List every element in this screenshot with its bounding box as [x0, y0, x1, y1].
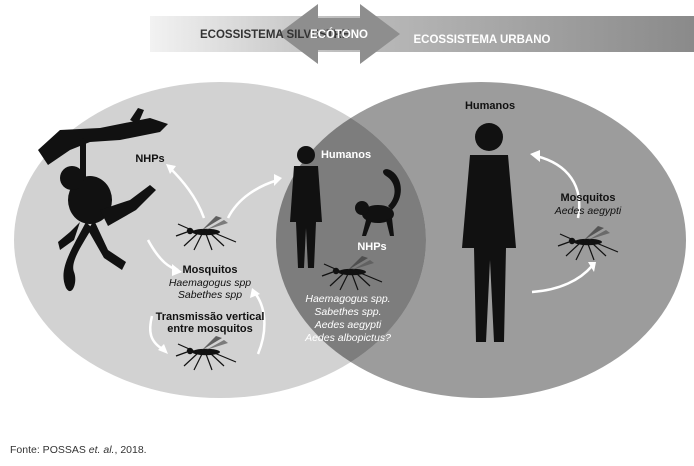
ecosystem-banner: ECOSSISTEMA SILVESTRE ECÓTONO ECOSSISTEM…	[150, 4, 694, 64]
ecotone-overlap-zone	[276, 82, 426, 398]
caption-prefix: Fonte: POSSAS	[10, 444, 89, 456]
curved-arrow-icon	[535, 154, 581, 219]
center-species-4: Aedes albopictus?	[304, 332, 391, 344]
right-humans-label: Humanos	[465, 100, 515, 112]
figure-source-caption: Fonte: POSSAS et. al., 2018.	[10, 444, 147, 456]
curved-arrow-icon	[253, 291, 266, 355]
left-species-1: Haemagogus spp	[169, 277, 251, 289]
transmission-line-2: entre mosquitos	[167, 323, 253, 335]
left-mosquitos-title: Mosquitos	[183, 264, 238, 276]
left-species-2: Sabethes spp	[178, 289, 242, 301]
banner-right-label: ECOSSISTEMA URBANO	[414, 34, 551, 46]
caption-suffix: , 2018.	[114, 444, 147, 456]
curved-arrow-icon	[226, 178, 279, 219]
human-silhouette-icon	[290, 146, 322, 268]
banner-center-label: ECÓTONO	[310, 28, 368, 41]
curved-arrow-icon	[169, 167, 206, 219]
right-species-label: Aedes aegypti	[554, 205, 622, 217]
right-mosquitos-title: Mosquitos	[561, 192, 616, 204]
left-nhps-label: NHPs	[135, 153, 164, 165]
monkey-on-branch-icon	[38, 108, 168, 292]
caption-italic: et. al.	[88, 444, 115, 456]
double-arrow-icon	[278, 4, 400, 64]
human-silhouette-icon	[462, 123, 516, 342]
center-nhps-label: NHPs	[357, 241, 386, 253]
center-species-3: Aedes aegypti	[314, 319, 382, 331]
center-species-1: Haemagogus spp.	[305, 293, 390, 305]
center-humans-label: Humanos	[321, 149, 371, 161]
small-monkey-icon	[355, 169, 401, 236]
curved-arrow-icon	[531, 265, 593, 294]
center-species-2: Sabethes spp.	[314, 306, 381, 318]
banner-left-label: ECOSSISTEMA SILVESTRE	[200, 29, 350, 41]
transmission-line-1: Transmissão vertical	[156, 311, 265, 323]
